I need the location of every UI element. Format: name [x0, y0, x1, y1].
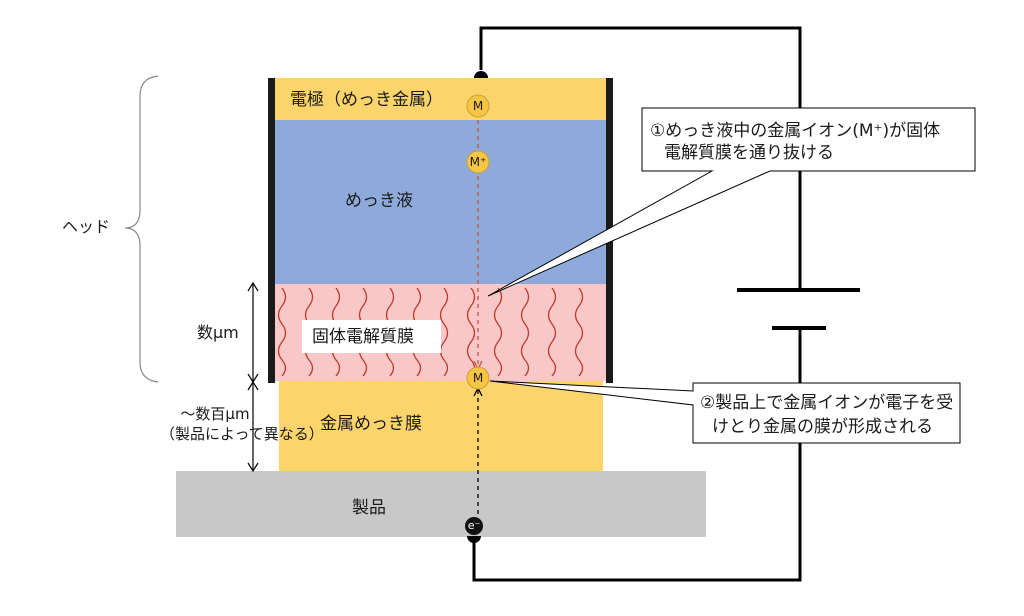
- callout-step2-text: ②製品上で金属イオンが電子を受 けとり金属の膜が形成される: [700, 391, 953, 439]
- membrane-wave: [520, 287, 530, 377]
- metal-atom-top: [466, 94, 490, 118]
- callout-step1-line1: ①めっき液中の金属イオン(M⁺)が固体: [650, 121, 941, 141]
- product-layer: [176, 471, 706, 537]
- metal-atom-top-label: M: [472, 99, 484, 113]
- callout-step1-text: ①めっき液中の金属イオン(M⁺)が固体 電解質膜を通り抜ける: [650, 120, 940, 164]
- battery-icon: [737, 288, 860, 330]
- terminal-top: [474, 71, 488, 78]
- head-label: ヘッド: [62, 217, 111, 236]
- terminal-bottom: [467, 536, 481, 543]
- thickness-hundreds-line1: ～数百μm: [180, 405, 250, 423]
- callout-step2-box: [489, 380, 961, 444]
- metal-atom-bottom-label: M: [472, 371, 484, 385]
- thickness-hundreds-label: ～数百μm （製品によって異なる）: [160, 404, 324, 444]
- membrane-wave: [574, 287, 584, 377]
- electron: [465, 517, 483, 535]
- head-wall-left: [268, 78, 275, 383]
- membrane-wave: [466, 287, 476, 377]
- plating-solution-layer: [270, 120, 611, 284]
- callout-step1-box: [487, 107, 976, 297]
- metal-ion: [466, 150, 490, 174]
- electrode-label: 電極（めっき金属）: [290, 90, 443, 110]
- electron-label: e⁻: [467, 519, 481, 532]
- electrode-layer: [270, 78, 611, 120]
- metal-film-layer: [279, 381, 603, 473]
- membrane-wave: [547, 287, 557, 377]
- membrane-wave: [277, 287, 287, 377]
- metal-ion-label: M⁺: [469, 155, 487, 169]
- thickness-hundreds-line2: （製品によって異なる）: [160, 425, 324, 443]
- thickness-um-label: 数μm: [197, 323, 239, 342]
- membrane-wave: [493, 287, 503, 377]
- callout-step2-line1: ②製品上で金属イオンが電子を受: [700, 393, 954, 413]
- thickness-arrow-hundreds: [247, 380, 259, 473]
- callout-step1-line2: 電解質膜を通り抜ける: [664, 143, 834, 163]
- plating-solution-label: めっき液: [345, 191, 413, 211]
- membrane-label-box: [302, 320, 441, 353]
- membrane-wave: [439, 287, 449, 377]
- product-label: 製品: [352, 498, 386, 518]
- callout-step2-line2: けとり金属の膜が形成される: [712, 417, 933, 437]
- metal-film-label: 金属めっき膜: [320, 414, 422, 434]
- metal-atom-bottom: [466, 366, 490, 390]
- thickness-arrow-um: [247, 281, 259, 384]
- membrane-label: 固体電解質膜: [312, 327, 414, 347]
- head-brace: [124, 75, 159, 383]
